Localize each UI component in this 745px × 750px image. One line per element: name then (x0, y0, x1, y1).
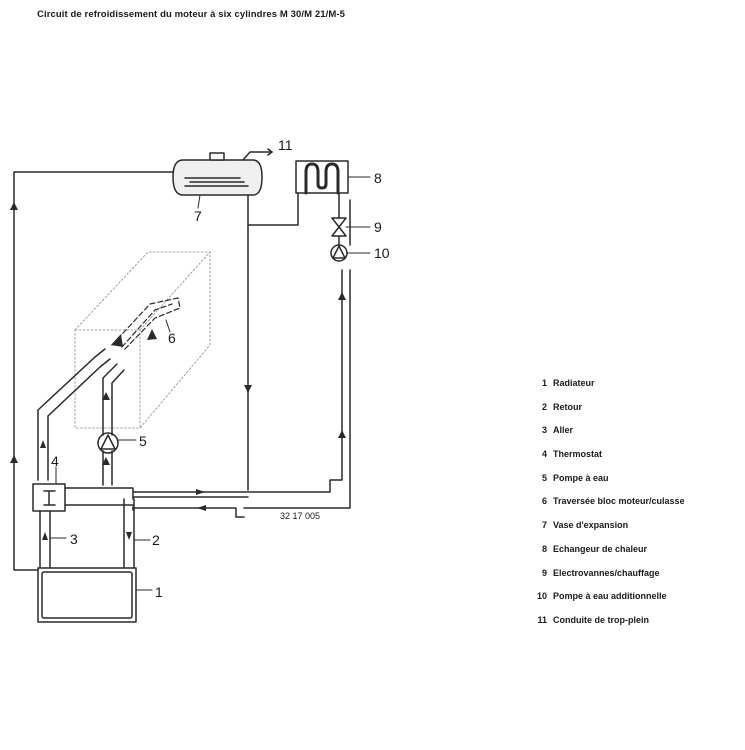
supply-pipe-to-block (37, 348, 111, 481)
callout-5: 5 (139, 433, 147, 449)
callout-11: 11 (278, 137, 293, 153)
radiator (37, 567, 137, 623)
leader-lines (49, 176, 371, 591)
callout-8: 8 (374, 170, 382, 186)
flow-arrows (10, 202, 346, 540)
additional-pump (330, 244, 348, 262)
engine-block (74, 251, 211, 429)
heat-exchanger (295, 160, 351, 246)
callout-6: 6 (168, 330, 176, 346)
callout-7: 7 (194, 208, 202, 224)
callout-2: 2 (152, 532, 160, 548)
callout-9: 9 (374, 219, 382, 235)
page-title: Circuit de refroidissement du moteur à s… (37, 9, 346, 20)
reference-code: 32 17 005 (280, 511, 321, 521)
callout-10: 10 (374, 245, 390, 261)
thermostat (32, 483, 134, 512)
block-passage (111, 297, 181, 351)
callout-3: 3 (70, 531, 78, 547)
solenoid-valve (331, 217, 347, 237)
callout-1: 1 (155, 584, 163, 600)
outer-loop-pipe (13, 171, 249, 571)
heater-lines (132, 189, 351, 518)
callout-labels: 1 2 3 4 5 6 7 8 9 10 11 (51, 137, 390, 600)
radiator-connection-pipes (39, 498, 135, 569)
return-pipe-from-block (102, 363, 125, 486)
overflow-line (242, 148, 273, 161)
expansion-tank (172, 152, 263, 196)
callout-4: 4 (51, 453, 59, 469)
water-pump (97, 432, 119, 454)
